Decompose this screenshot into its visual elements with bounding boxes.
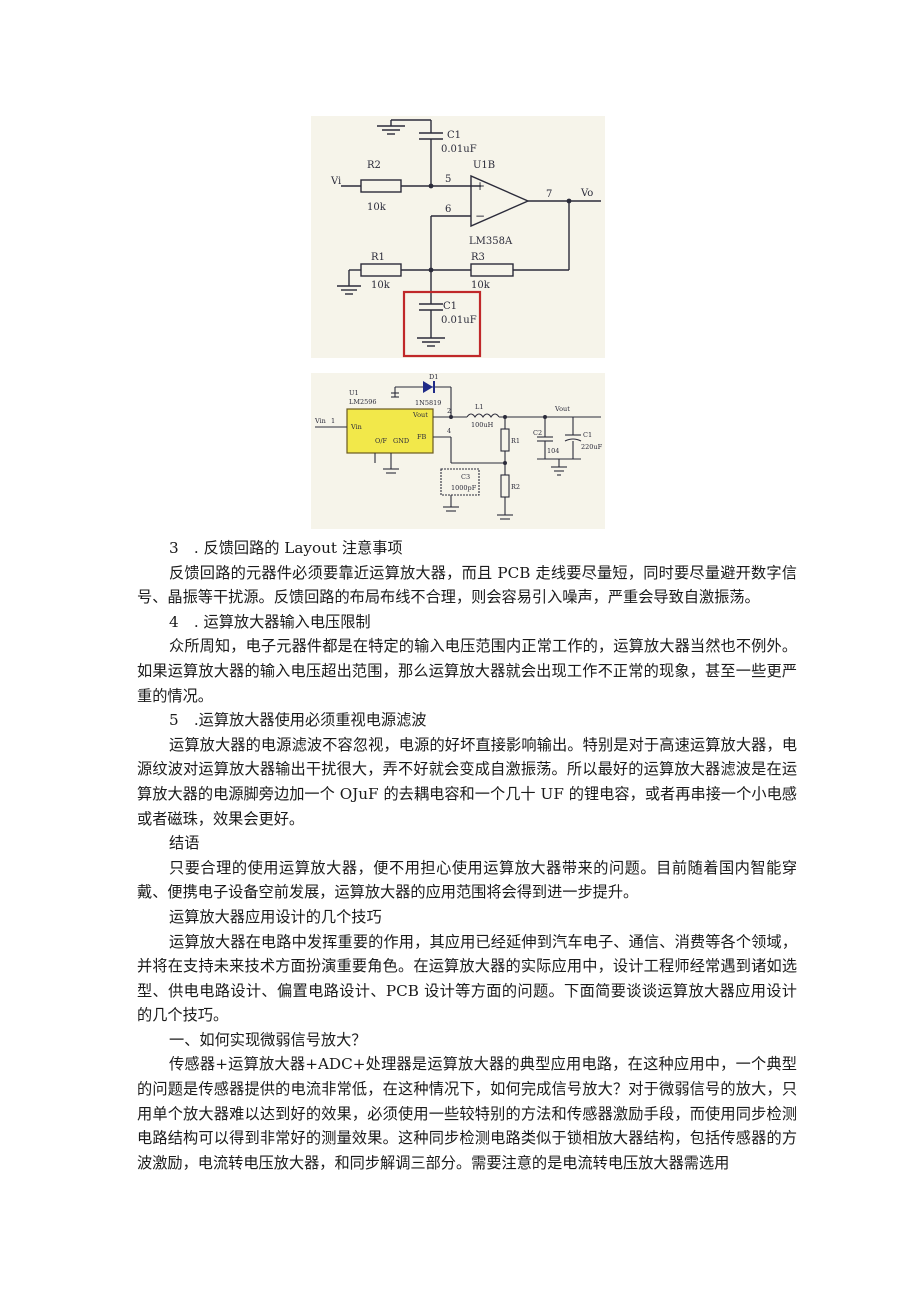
chip-fb: FB xyxy=(417,433,427,441)
diode-symbol xyxy=(423,381,433,393)
paragraph-design-tips: 运算放大器在电路中发挥重要的作用，其应用已经延伸到汽车电子、通信、消费等各个领域… xyxy=(137,932,797,1025)
r1-label-2: R1 xyxy=(511,437,520,445)
pin7-label: 7 xyxy=(546,189,552,200)
paragraph-layout: 反馈回路的元器件必须要靠近运算放大器，而且 PCB 走线要尽量短，同时要尽量避开… xyxy=(137,563,797,607)
chip-vout: Vout xyxy=(412,411,428,419)
plus-sign: + xyxy=(475,179,485,193)
minus-sign: − xyxy=(475,209,485,223)
c1-top-label: C1 xyxy=(447,130,461,141)
section-heading-weak-signal: 一、如何实现微弱信号放大？ xyxy=(169,1030,367,1049)
pin2-label: 2 xyxy=(447,407,451,415)
c1-bottom-value: 0.01uF xyxy=(441,315,477,326)
section-heading-input-voltage: 4 . 运算放大器输入电压限制 xyxy=(169,612,371,631)
paragraph-power-filter: 运算放大器的电源滤波不容忽视，电源的好坏直接影响输出。特别是对于高速运算放大器，… xyxy=(137,735,797,828)
opamp-schematic-figure: C1 0.01uF R2 10k U1B Vi 5 6 7 + − Vo LM3… xyxy=(311,116,605,358)
paragraph-input-voltage: 众所周知，电子元器件都是在特定的输入电压范围内正常工作的，运算放大器当然也不例外… xyxy=(137,637,797,705)
r1-value: 10k xyxy=(371,280,391,291)
r1-label: R1 xyxy=(371,252,385,263)
u1-part: LM2596 xyxy=(349,398,377,406)
c1-label-2: C1 xyxy=(583,431,592,439)
c1-bottom-label: C1 xyxy=(443,301,457,312)
d1-part: 1N5819 xyxy=(415,399,441,407)
vout-label: Vout xyxy=(554,405,570,413)
section-heading-layout: 3 . 反馈回路的 Layout 注意事项 xyxy=(169,539,403,557)
r3-value: 10k xyxy=(471,280,491,291)
c1-top-value: 0.01uF xyxy=(441,144,477,155)
paragraph-conclusion: 只要合理的使用运算放大器，便不用担心使用运算放大器带来的问题。目前随着国内智能穿… xyxy=(137,858,797,902)
c3-value: 1000pF xyxy=(451,484,477,492)
chip-vin: Vin xyxy=(350,423,362,431)
chip-onoff: O/F xyxy=(375,437,388,445)
vin-pin: 1 xyxy=(331,417,335,425)
r2-value: 10k xyxy=(367,202,387,213)
pin6-label: 6 xyxy=(445,204,451,215)
lm2596-chip xyxy=(346,408,434,454)
vo-label: Vo xyxy=(580,188,593,199)
d1-label: D1 xyxy=(429,373,438,381)
l1-value: 100uH xyxy=(471,421,494,429)
c1-value-2: 220uF xyxy=(581,443,603,451)
u1b-label: U1B xyxy=(473,160,495,171)
pin4-label: 4 xyxy=(447,427,451,435)
c2-value: 104 xyxy=(547,447,559,455)
c3-label: C3 xyxy=(461,473,470,481)
buck-converter-figure: D1 1N5819 U1 LM2596 Vin 1 Vin Vout FB O/… xyxy=(311,373,605,529)
l1-label: L1 xyxy=(475,403,483,411)
section-heading-conclusion: 结语 xyxy=(169,834,200,853)
c2-label: C2 xyxy=(533,429,542,437)
section-heading-design-tips: 运算放大器应用设计的几个技巧 xyxy=(169,907,382,926)
buck-converter-schematic: D1 1N5819 U1 LM2596 Vin 1 Vin Vout FB O/… xyxy=(314,373,603,520)
vin-label: Vin xyxy=(314,417,326,425)
u1-label: U1 xyxy=(349,389,359,397)
article-body: 3 . 反馈回路的 Layout 注意事项 反馈回路的元器件必须要靠近运算放大器… xyxy=(137,536,797,1175)
vi-label: Vi xyxy=(330,176,341,187)
opamp-schematic: C1 0.01uF R2 10k U1B Vi 5 6 7 + − Vo LM3… xyxy=(330,119,601,358)
section-heading-power-filter: 5 .运算放大器使用必须重视电源滤波 xyxy=(169,711,427,730)
chip-gnd: GND xyxy=(393,437,409,445)
pin5-label: 5 xyxy=(445,174,451,185)
highlight-box xyxy=(402,290,482,358)
paragraph-weak-signal: 传感器+运算放大器+ADC+处理器是运算放大器的典型应用电路，在这种应用中，一个… xyxy=(137,1055,797,1172)
r2-label: R2 xyxy=(367,160,381,171)
opamp-part-label: LM358A xyxy=(469,236,513,247)
r3-label: R3 xyxy=(471,252,485,263)
r2-label-2: R2 xyxy=(511,483,520,491)
